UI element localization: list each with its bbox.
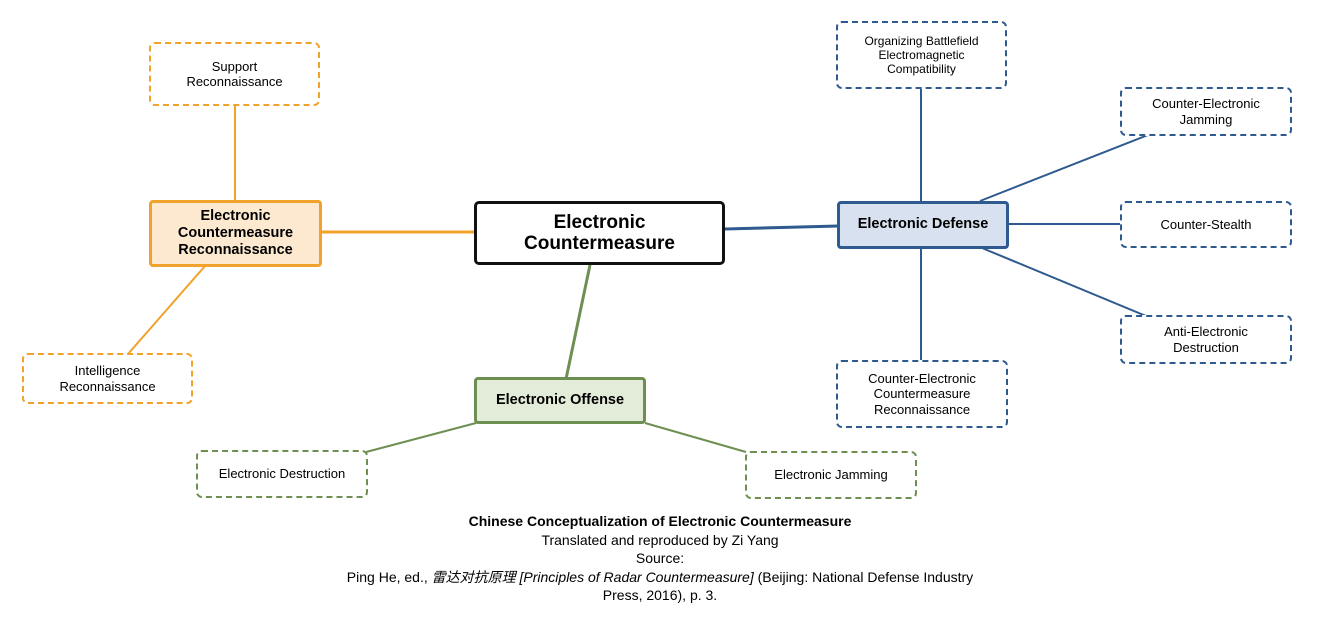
counter-electronic-jamming-label-line: Counter-Electronic — [1152, 96, 1260, 112]
connector-reconnaissance-intelligence — [127, 265, 206, 355]
organizing-compatibility-label-line: Compatibility — [887, 62, 956, 77]
electronic-destruction-label: Electronic Destruction — [218, 466, 346, 482]
support-reconnaissance-node: Support Reconnaissance — [149, 42, 320, 106]
electronic-offense-label: Electronic Offense — [495, 391, 625, 408]
connector-center-offense — [564, 264, 592, 380]
electronic-jamming-label: Electronic Jamming — [774, 467, 888, 483]
intelligence-reconnaissance-label-line: Reconnaissance — [59, 378, 156, 394]
counter-electronic-jamming-label-line: Jamming — [1179, 111, 1233, 127]
center-label-line: Countermeasure — [524, 233, 675, 254]
counter-ecm-reconnaissance-node: Counter-Electronic Countermeasure Reconn… — [836, 360, 1008, 428]
counter-ecm-reconnaissance-label-line: Counter-Electronic — [868, 371, 976, 386]
intelligence-reconnaissance-label-line: Intelligence — [74, 363, 141, 379]
electronic-destruction-node: Electronic Destruction — [196, 450, 368, 498]
caption-credit: Translated and reproduced by Zi Yang — [541, 531, 779, 548]
connector-center-defense — [724, 224, 839, 231]
anti-electronic-destruction-label-line: Anti-Electronic — [1164, 324, 1248, 340]
reconnaissance-label-line: Countermeasure — [177, 224, 294, 241]
anti-electronic-destruction-node: Anti-Electronic Destruction — [1120, 315, 1292, 364]
reconnaissance-label-line: Reconnaissance — [178, 242, 293, 259]
counter-ecm-reconnaissance-label-line: Reconnaissance — [873, 401, 971, 417]
caption-citation-continued: Press, 2016), p. 3. — [602, 587, 718, 603]
support-reconnaissance-label-line: Support — [211, 58, 258, 74]
center-node: Electronic Countermeasure — [474, 201, 725, 265]
connector-defense-anti-destruction — [981, 247, 1147, 317]
electronic-jamming-node: Electronic Jamming — [745, 451, 917, 499]
counter-stealth-node: Counter-Stealth — [1120, 201, 1292, 248]
caption-title: Chinese Conceptualization of Electronic … — [468, 513, 852, 529]
anti-electronic-destruction-label-line: Destruction — [1173, 339, 1239, 355]
organizing-compatibility-label-line: Organizing Battlefield — [864, 33, 979, 48]
counter-ecm-reconnaissance-label-line: Countermeasure — [873, 386, 971, 402]
connector-offense-destruction — [365, 422, 477, 453]
caption-source-label: Source: — [635, 550, 685, 566]
connector-defense-counter-jamming — [979, 134, 1149, 202]
intelligence-reconnaissance-node: Intelligence Reconnaissance — [22, 353, 193, 404]
counter-electronic-jamming-node: Counter-Electronic Jamming — [1120, 87, 1292, 136]
connector-offense-jamming — [644, 422, 747, 453]
counter-stealth-label: Counter-Stealth — [1160, 216, 1252, 232]
support-reconnaissance-label-line: Reconnaissance — [186, 74, 283, 89]
organizing-compatibility-label-line: Electromagnetic — [878, 47, 965, 62]
citation-prefix: Ping He, ed., — [346, 568, 432, 585]
organizing-compatibility-node: Organizing Battlefield Electromagnetic C… — [836, 21, 1007, 89]
electronic-offense-node: Electronic Offense — [474, 377, 646, 424]
electronic-defense-label: Electronic Defense — [857, 216, 989, 233]
reconnaissance-label-line: Electronic — [200, 207, 271, 224]
electronic-defense-node: Electronic Defense — [837, 201, 1009, 249]
reconnaissance-node: Electronic Countermeasure Reconnaissance — [149, 200, 322, 267]
figure-caption: Chinese Conceptualization of Electronic … — [260, 512, 1060, 605]
citation-title: 雷达对抗原理 [Principles of Radar Countermeasu… — [431, 568, 754, 585]
citation-suffix: (Beijing: National Defense Industry — [753, 568, 974, 585]
caption-citation: Ping He, ed., 雷达对抗原理 [Principles of Rada… — [260, 568, 1060, 587]
center-label-line: Electronic — [553, 211, 646, 233]
